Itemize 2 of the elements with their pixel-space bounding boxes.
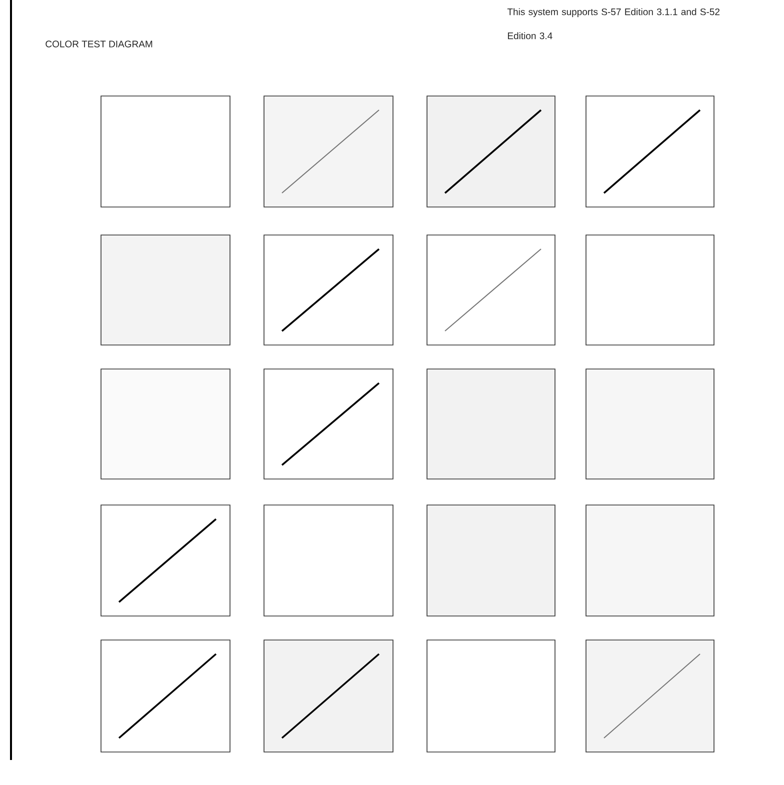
note-text: This system supports S-57 Edition 3.1.1 and S-52 Edition 3.4	[507, 8, 720, 40]
diagram-title: COLOR TEST DIAGRAM	[46, 40, 152, 48]
